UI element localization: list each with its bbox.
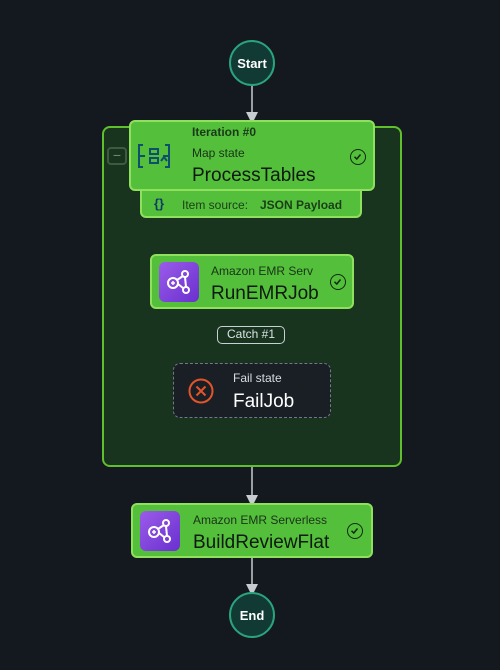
- build-review-flat-name: BuildReviewFlat: [193, 532, 330, 553]
- success-check-icon: [347, 523, 363, 539]
- success-check-icon: [330, 274, 346, 290]
- start-node[interactable]: Start: [229, 40, 275, 86]
- catch-label-text: Catch #1: [226, 327, 276, 341]
- braces-icon: {}: [154, 196, 165, 211]
- item-source-value: JSON Payload: [260, 198, 343, 212]
- map-state-name: ProcessTables: [192, 165, 316, 186]
- fail-job-name: FailJob: [233, 391, 295, 412]
- collapse-symbol: −: [112, 147, 122, 163]
- run-emr-job-node[interactable]: Amazon EMR Serv RunEMRJob: [150, 254, 354, 309]
- iteration-label: Iteration #0: [192, 125, 257, 139]
- end-node[interactable]: End: [229, 592, 275, 638]
- success-check-icon: [350, 149, 366, 165]
- build-review-flat-node[interactable]: Amazon EMR Serverless BuildReviewFlat: [131, 503, 373, 558]
- catch-edge-label: Catch #1: [217, 326, 285, 344]
- emr-serverless-icon: [140, 511, 180, 551]
- item-source-prefix: Item source:: [182, 198, 249, 212]
- build-review-flat-kind: Amazon EMR Serverless: [193, 513, 328, 527]
- fail-job-node[interactable]: Fail state FailJob: [173, 363, 331, 418]
- start-label: Start: [237, 55, 267, 71]
- run-emr-job-kind: Amazon EMR Serv: [211, 264, 314, 278]
- fail-job-kind: Fail state: [233, 371, 282, 385]
- fail-x-icon: [187, 377, 215, 410]
- item-source-tab: {} Item source: JSON Payload: [140, 191, 362, 218]
- emr-serverless-icon: [159, 262, 199, 302]
- run-emr-job-name: RunEMRJob: [211, 283, 319, 304]
- end-label: End: [239, 607, 265, 623]
- map-state-kind: Map state: [192, 146, 245, 160]
- map-state-node[interactable]: Iteration #0 Map state ProcessTables: [129, 120, 375, 191]
- collapse-button[interactable]: −: [107, 147, 127, 165]
- map-state-icon: [133, 137, 175, 175]
